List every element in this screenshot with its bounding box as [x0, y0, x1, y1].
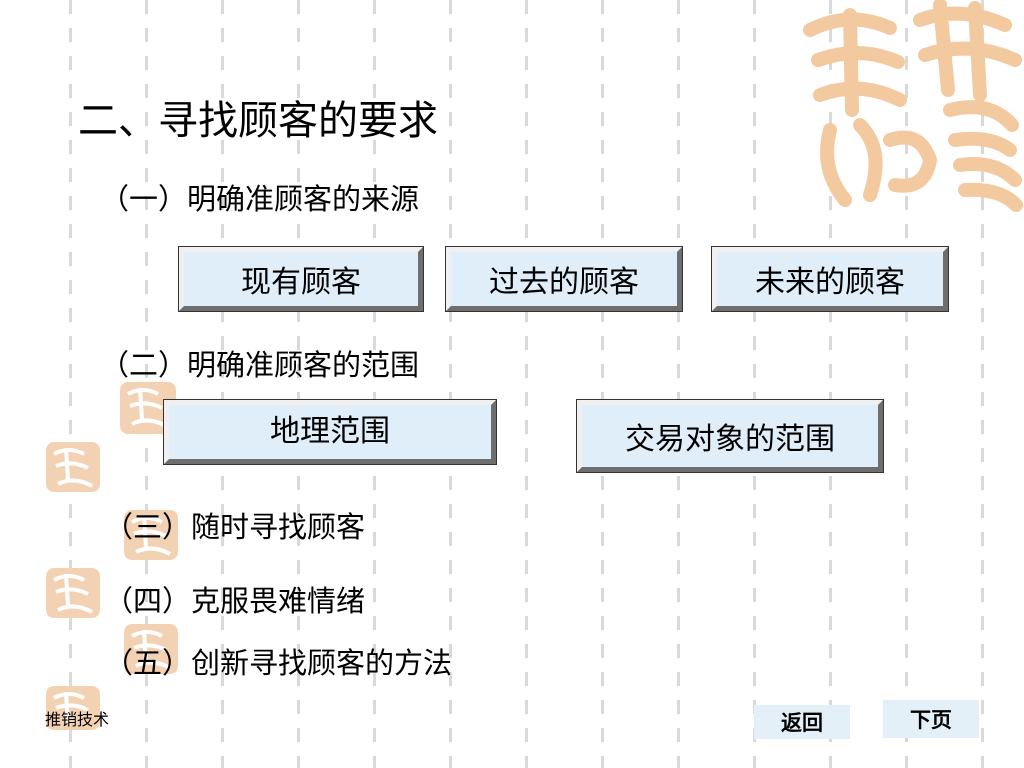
section-label: （一）明确准顾客的来源	[100, 182, 420, 216]
box-future-customers: 未来的顾客	[711, 246, 949, 312]
back-button[interactable]: 返回	[754, 705, 850, 739]
next-page-button[interactable]: 下页	[883, 700, 979, 738]
footer-course-label: 推销技术	[45, 710, 110, 729]
small-seal-decoration	[124, 624, 178, 674]
box-existing-customers: 现有顾客	[178, 246, 424, 312]
box-geographic-scope: 地理范围	[163, 399, 497, 465]
box-trading-object-scope: 交易对象的范围	[576, 399, 884, 473]
section-label: （三）随时寻找顾客	[104, 510, 366, 544]
section-label: （四）克服畏难情绪	[104, 584, 366, 618]
box-past-customers: 过去的顾客	[445, 246, 683, 312]
small-seal-decoration	[46, 442, 100, 492]
small-seal-decoration	[120, 382, 176, 434]
section-label: （二）明确准顾客的范围	[100, 348, 420, 382]
small-seal-decoration	[124, 510, 178, 560]
section-label: （五）创新寻找顾客的方法	[104, 646, 453, 680]
small-seal-decoration	[46, 686, 100, 730]
small-seal-decoration	[46, 568, 100, 618]
auspicious-seal-decoration	[803, 0, 1023, 212]
slide-title: 二、寻找顾客的要求	[78, 98, 438, 144]
